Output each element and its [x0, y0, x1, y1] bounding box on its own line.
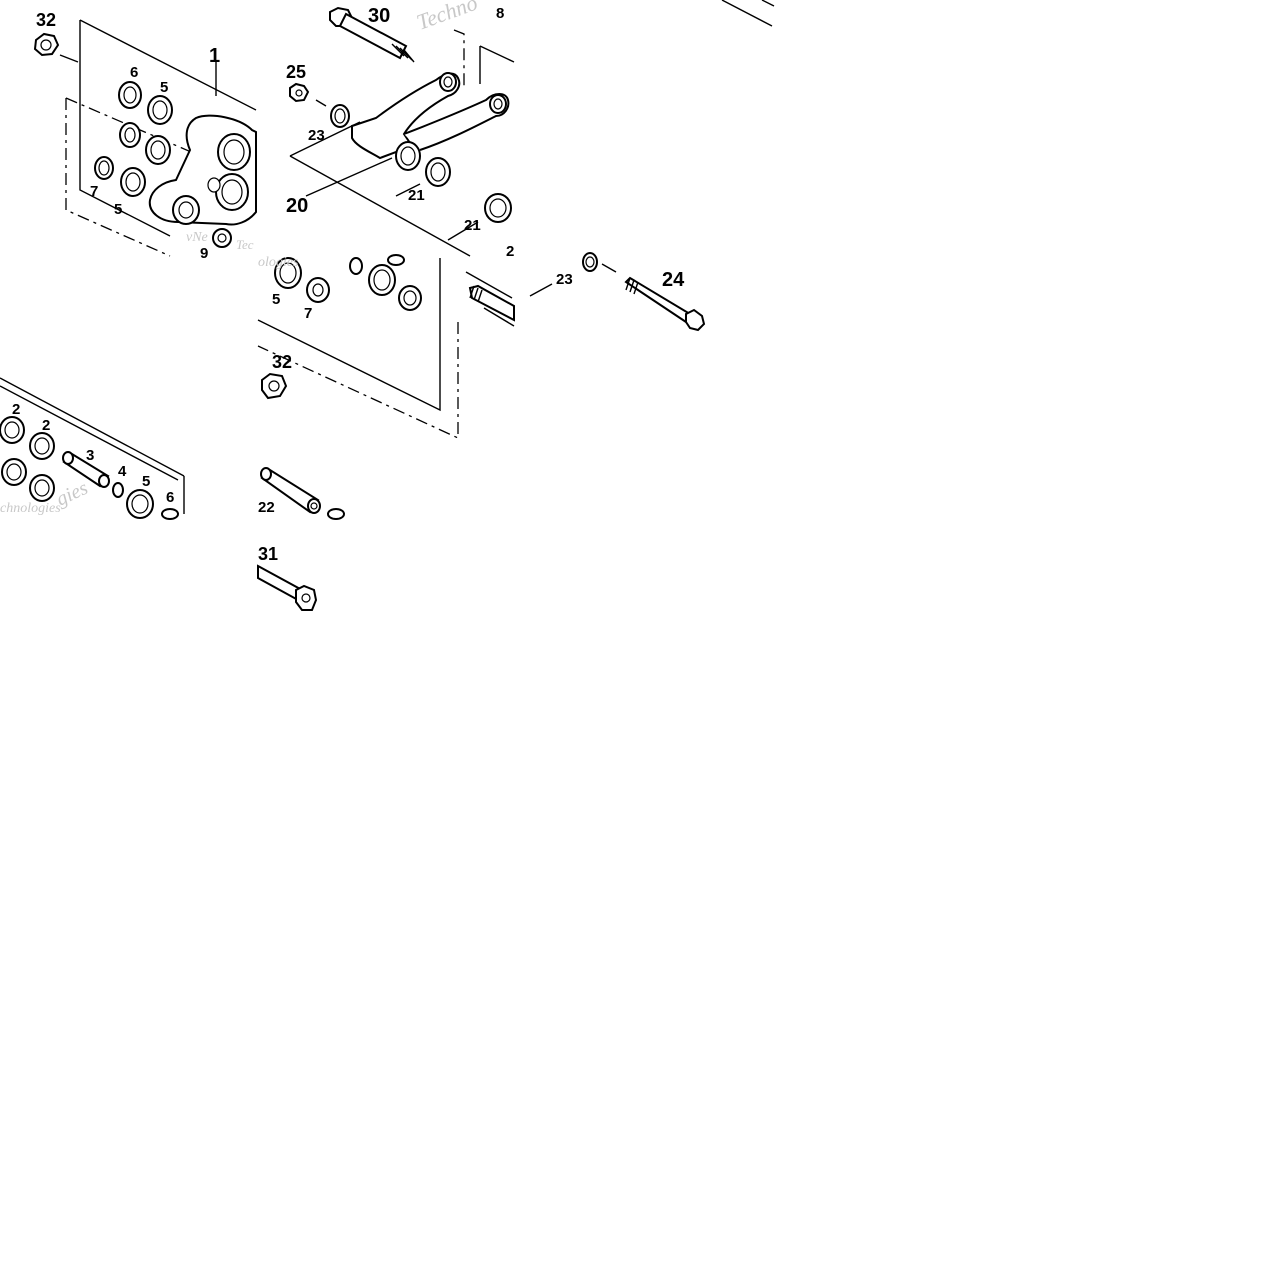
bearing-icon	[425, 157, 451, 187]
callout-label: 5	[272, 291, 280, 308]
bearing-icon	[118, 81, 142, 109]
dashed-frame	[65, 98, 171, 257]
frame-line	[479, 45, 515, 63]
bushing-icon	[62, 451, 110, 488]
watermark-text: Techno	[413, 0, 481, 35]
washer-icon	[349, 257, 363, 275]
washer-icon	[582, 252, 598, 272]
watermark-text: ologies	[258, 255, 299, 270]
callout-label: 4	[118, 463, 127, 480]
tile-linkage-bearings: 32 1 6 5 7 5 9 vNe Tec	[33, 10, 257, 262]
bearing-icon	[147, 95, 173, 125]
callout-label: 7	[304, 305, 312, 322]
callout-label: 8	[496, 5, 504, 22]
bearing-icon	[398, 285, 422, 311]
frame-line	[79, 19, 257, 111]
leader-line	[447, 221, 479, 241]
callout-label: 6	[166, 489, 174, 506]
leader-line	[601, 263, 617, 273]
frame-line	[721, 0, 773, 27]
needle-bearing-icon	[29, 432, 55, 460]
nut-icon	[289, 82, 310, 103]
callout-label: 5	[142, 473, 150, 490]
callout-label: 22	[258, 499, 275, 516]
bearing-icon	[484, 193, 512, 223]
needle-bearing-icon	[29, 474, 55, 502]
bearing-icon	[120, 167, 146, 197]
callout-label: 2	[12, 401, 20, 418]
leader-line	[289, 121, 361, 157]
bearing-icon	[94, 156, 114, 180]
dashed-frame	[257, 322, 459, 440]
callout-label: 25	[286, 62, 306, 82]
tile-bearings-shaft: 23 24 5 7 32 ologies	[257, 252, 706, 440]
washer-icon	[327, 508, 345, 520]
washer-icon	[112, 482, 124, 498]
nut-icon	[33, 32, 60, 57]
linkage-arm-icon	[148, 114, 257, 226]
bushing-icon	[306, 277, 330, 303]
frame-line	[761, 0, 775, 7]
callout-label: 21	[464, 217, 481, 234]
watermark-text: chnologies	[0, 501, 61, 516]
nut-icon	[261, 372, 288, 400]
frame-line	[465, 271, 513, 299]
bolt-icon	[624, 276, 706, 332]
bearing-icon	[387, 254, 405, 266]
frame-line	[79, 20, 171, 237]
frame-line	[257, 258, 441, 412]
bearing-icon	[368, 264, 396, 296]
callout-label: 5	[114, 201, 122, 218]
callout-label: 32	[272, 352, 292, 372]
frame-line	[483, 307, 515, 327]
needle-bearing-icon	[1, 458, 27, 486]
callout-label: 5	[160, 79, 168, 96]
callout-label: 21	[408, 187, 425, 204]
tile-bolt: 31	[257, 544, 318, 611]
callout-label: 23	[556, 271, 573, 288]
leader-line	[305, 157, 393, 197]
callout-label: 7	[90, 183, 98, 200]
bolt-icon	[329, 6, 415, 63]
callout-label: 20	[286, 195, 308, 217]
leader-line	[315, 99, 327, 107]
bearing-icon	[161, 508, 179, 520]
callout-label: 2	[42, 417, 50, 434]
nut-icon	[212, 228, 232, 248]
tile-fragment-topright	[721, 0, 775, 27]
callout-label: 30	[368, 5, 390, 27]
frame-line	[0, 377, 185, 477]
leader-line	[59, 54, 79, 63]
bearing-icon	[126, 489, 154, 519]
bearing-icon	[274, 257, 302, 289]
shaft-icon	[468, 284, 515, 322]
callout-label: 3	[86, 447, 94, 464]
leader-line	[529, 283, 553, 297]
dashed-frame	[453, 29, 465, 88]
tile-needle-bearings: 2 2 3 4 5 6 chnologies gies	[0, 377, 185, 520]
needle-bearing-icon	[0, 416, 25, 444]
watermark-text: vNe	[186, 230, 208, 245]
callout-label: 23	[308, 127, 325, 144]
callout-label: 9	[200, 245, 208, 262]
bearing-icon	[145, 135, 171, 165]
tile-pin: 22	[258, 467, 345, 520]
pin-icon	[260, 467, 321, 514]
leader-line	[395, 183, 421, 197]
callout-label: 2	[506, 243, 514, 260]
fork-arm-icon	[351, 72, 510, 171]
callout-label: 31	[258, 544, 278, 564]
washer-icon	[330, 104, 350, 128]
frame-line	[0, 385, 179, 481]
callout-label: 6	[130, 64, 138, 81]
tile-fork-arm: 30 8 25 23 20 21 21 2 Techno	[286, 0, 514, 260]
bearing-icon	[119, 122, 141, 148]
callout-label: 1	[209, 45, 220, 67]
watermark-text: Tec	[236, 237, 254, 252]
bolt-icon	[257, 564, 318, 611]
callout-label: 24	[662, 269, 685, 291]
frame-line	[289, 155, 471, 257]
callout-label: 32	[36, 10, 56, 30]
